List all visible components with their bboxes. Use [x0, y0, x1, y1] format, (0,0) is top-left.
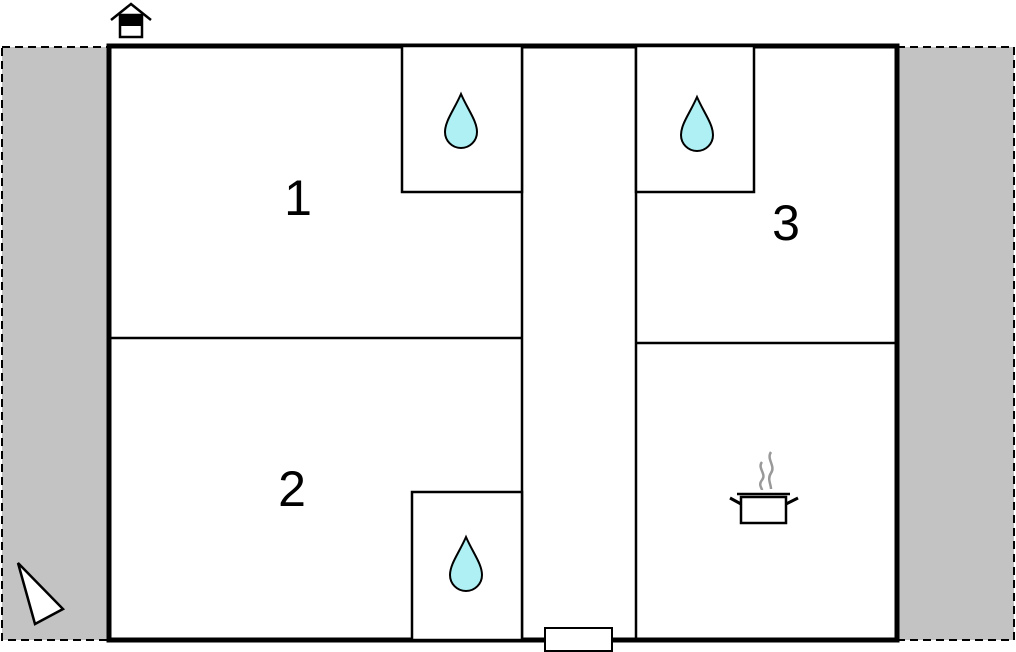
- north-arrow-icon: [16, 562, 66, 626]
- door-icon: [544, 627, 613, 652]
- cooking-pot-icon: [729, 451, 799, 525]
- room-label-3: 3: [772, 195, 800, 251]
- right-terrace: [896, 46, 1015, 641]
- house-icon: [110, 2, 152, 39]
- water-drop-icon: [679, 94, 715, 152]
- room-label-1: 1: [284, 170, 312, 226]
- bathroom-room-3: [634, 44, 756, 194]
- left-terrace: [1, 46, 110, 641]
- water-drop-icon: [443, 91, 479, 149]
- room-label-2: 2: [278, 461, 306, 517]
- water-drop-icon: [448, 534, 484, 592]
